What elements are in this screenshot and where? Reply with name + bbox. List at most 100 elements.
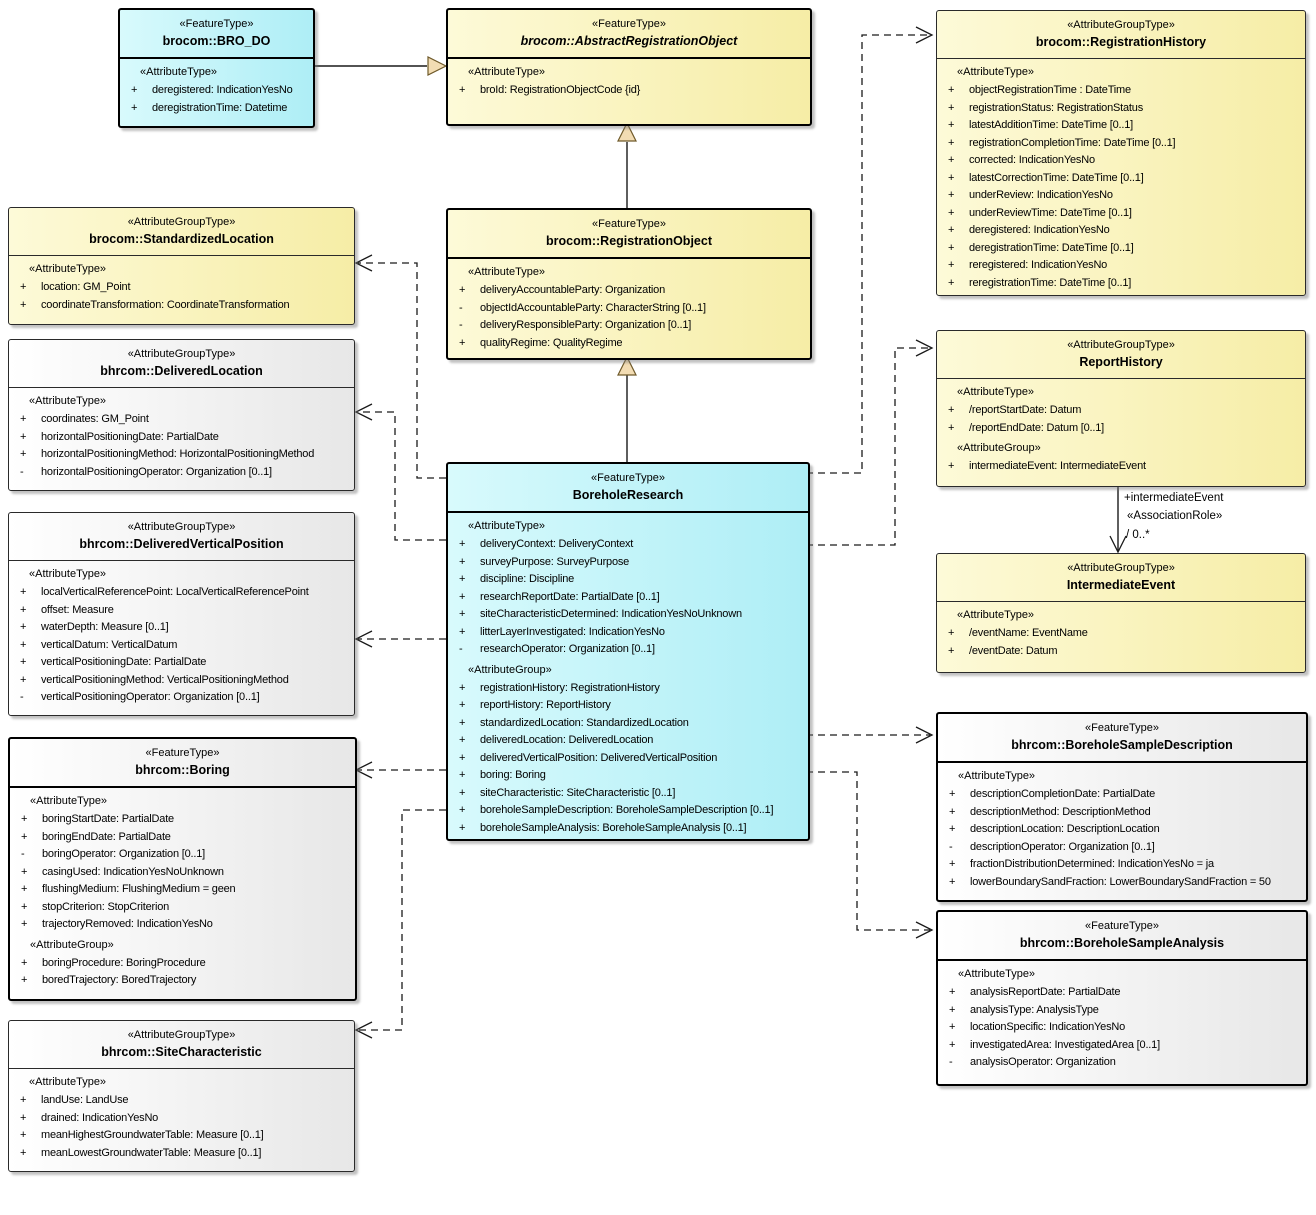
class-stereotype: «FeatureType»	[145, 747, 220, 759]
class-header: «FeatureType» bhrcom::BoreholeSampleDesc…	[938, 714, 1306, 763]
section-stereotype-label: «AttributeType»	[468, 266, 546, 278]
attribute-row: +locationSpecific: IndicationYesNo	[949, 1021, 1126, 1033]
open-arrow	[354, 1021, 373, 1039]
class-name: bhrcom::Boring	[135, 763, 230, 777]
class-borehole-sample-description: «FeatureType» bhrcom::BoreholeSampleDesc…	[936, 712, 1308, 902]
class-name: bhrcom::BoreholeSampleDescription	[1011, 738, 1233, 752]
attribute-row: +coordinateTransformation: CoordinateTra…	[20, 298, 290, 311]
attribute-row: +meanLowestGroundwaterTable: Measure [0.…	[20, 1146, 262, 1159]
section-stereotype-label: «AttributeGroup»	[468, 663, 552, 676]
class-intermediate-event: «AttributeGroupType» IntermediateEvent «…	[936, 553, 1306, 673]
attribute-row: +boringStartDate: PartialDate	[21, 813, 174, 825]
attribute-row: +/eventName: EventName	[948, 627, 1088, 639]
attribute-row: +descriptionLocation: DescriptionLocatio…	[949, 823, 1160, 835]
open-arrow	[354, 630, 373, 648]
class-stereotype: «FeatureType»	[592, 218, 666, 230]
attribute-row: +landUse: LandUse	[20, 1094, 129, 1106]
attribute-row: +investigatedArea: InvestigatedArea [0..…	[949, 1038, 1160, 1051]
attribute-row: +deliveryAccountableParty: Organization	[459, 284, 666, 296]
class-header: «FeatureType» bhrcom::BoreholeSampleAnal…	[938, 912, 1306, 961]
association-role-label: +intermediateEvent	[1124, 492, 1224, 504]
attribute-row: +horizontalPositioningMethod: Horizontal…	[20, 448, 315, 460]
open-arrow	[915, 726, 934, 744]
class-name: ReportHistory	[1079, 355, 1163, 369]
class-name: BoreholeResearch	[572, 488, 684, 502]
section-stereotype-label: «AttributeType»	[957, 66, 1035, 78]
attribute-row: +siteCharacteristic: SiteCharacteristic …	[459, 786, 676, 799]
attribute-row: +drained: IndicationYesNo	[20, 1111, 159, 1124]
class-header: «FeatureType» brocom::RegistrationObject	[448, 210, 810, 259]
class-header: «AttributeGroupType» ReportHistory	[937, 331, 1305, 379]
class-header: «AttributeGroupType» bhrcom::DeliveredVe…	[9, 513, 354, 561]
attribute-row: +horizontalPositioningDate: PartialDate	[20, 430, 219, 443]
class-name: bhrcom::DeliveredLocation	[100, 364, 263, 378]
class-stereotype: «FeatureType»	[179, 18, 254, 30]
section-stereotype-label: «AttributeType»	[958, 770, 1036, 782]
attribute-row: +lowerBoundarySandFraction: LowerBoundar…	[949, 875, 1271, 888]
class-header: «FeatureType» brocom::AbstractRegistrati…	[448, 10, 810, 59]
attribute-row: +intermediateEvent: IntermediateEvent	[948, 460, 1146, 472]
class-attributes: «AttributeType»+localVerticalReferencePo…	[9, 561, 354, 707]
attribute-row: +/reportEndDate: Datum [0..1]	[948, 421, 1105, 434]
open-arrow	[354, 403, 373, 421]
attribute-row: +descriptionCompletionDate: PartialDate	[949, 788, 1155, 800]
attribute-row: +latestAdditionTime: DateTime [0..1]	[948, 119, 1133, 131]
class-registration-history: «AttributeGroupType» brocom::Registratio…	[936, 10, 1306, 296]
attribute-row: +deliveredVerticalPosition: DeliveredVer…	[459, 751, 718, 764]
section-stereotype-label: «AttributeType»	[957, 386, 1035, 398]
attribute-row: +reregistered: IndicationYesNo	[948, 259, 1108, 271]
attribute-row: +surveyPurpose: SurveyPurpose	[459, 555, 630, 568]
section-stereotype-label: «AttributeGroup»	[957, 442, 1041, 454]
attribute-row: +analysisReportDate: PartialDate	[949, 986, 1121, 998]
generalization-arrow	[617, 121, 637, 142]
class-stereotype: «AttributeGroupType»	[127, 216, 236, 228]
attribute-row: +deregistered: IndicationYesNo	[131, 84, 293, 96]
section-stereotype-label: «AttributeType»	[140, 66, 218, 78]
dependency-to-registrationhistory	[806, 34, 930, 474]
attribute-row: -horizontalPositioningOperator: Organiza…	[20, 465, 272, 478]
attribute-row: +meanHighestGroundwaterTable: Measure [0…	[20, 1129, 264, 1141]
class-attributes: «AttributeType»+coordinates: GM_Point+ho…	[9, 388, 354, 481]
class-boring: «FeatureType» bhrcom::Boring «AttributeT…	[8, 737, 357, 1001]
class-borehole-sample-analysis: «FeatureType» bhrcom::BoreholeSampleAnal…	[936, 910, 1308, 1086]
attribute-row: +coordinates: GM_Point	[20, 413, 149, 425]
class-stereotype: «AttributeGroupType»	[127, 1029, 236, 1041]
class-header: «FeatureType» BoreholeResearch	[448, 464, 808, 513]
attribute-row: +broId: RegistrationObjectCode {id}	[459, 84, 641, 96]
class-delivered-vertical-position: «AttributeGroupType» bhrcom::DeliveredVe…	[8, 512, 355, 716]
attribute-row: +boringProcedure: BoringProcedure	[21, 956, 206, 969]
attribute-row: +waterDepth: Measure [0..1]	[20, 621, 169, 633]
attribute-row: +registrationCompletionTime: DateTime [0…	[948, 136, 1176, 149]
dependency-to-reporthistory	[806, 347, 930, 546]
attribute-row: +deregistrationTime: DateTime [0..1]	[948, 241, 1134, 254]
open-arrow	[915, 339, 934, 357]
class-name: bhrcom::BoreholeSampleAnalysis	[1019, 936, 1225, 950]
attribute-row: +standardizedLocation: StandardizedLocat…	[459, 716, 689, 729]
attribute-row: +/eventDate: Datum	[948, 644, 1058, 657]
dependency-to-standardizedlocation	[358, 262, 446, 479]
attribute-row: +researchReportDate: PartialDate [0..1]	[459, 590, 660, 603]
class-name: brocom::RegistrationObject	[546, 234, 712, 248]
section-stereotype-label: «AttributeType»	[957, 609, 1035, 621]
attribute-row: +verticalPositioningMethod: VerticalPosi…	[20, 673, 289, 686]
section-stereotype-label: «AttributeType»	[29, 1076, 107, 1088]
section-stereotype-label: «AttributeType»	[29, 568, 107, 580]
dependency-to-boreholesampleanalysis	[806, 771, 930, 931]
association-stereotype-label: «AssociationRole»	[1127, 510, 1223, 522]
class-attributes: «AttributeType»+broId: RegistrationObjec…	[448, 59, 810, 100]
open-arrow	[915, 921, 934, 939]
class-stereotype: «AttributeGroupType»	[1067, 562, 1175, 574]
attribute-row: -researchOperator: Organization [0..1]	[459, 643, 655, 655]
attribute-row: +location: GM_Point	[20, 281, 131, 293]
generalization-arrow	[427, 56, 448, 76]
dependency-to-sitecharacteristic	[358, 809, 446, 1031]
attribute-row: +reportHistory: ReportHistory	[459, 699, 611, 711]
open-arrow	[354, 254, 373, 272]
class-name: brocom::RegistrationHistory	[1035, 35, 1207, 49]
class-attributes: «AttributeType» +descriptionCompletionDat…	[938, 763, 1306, 891]
attribute-row: +casingUsed: IndicationYesNoUnknown	[21, 865, 224, 878]
class-abstract-registration-object: «FeatureType» brocom::AbstractRegistrati…	[446, 8, 812, 126]
class-stereotype: «FeatureType»	[1085, 920, 1159, 932]
